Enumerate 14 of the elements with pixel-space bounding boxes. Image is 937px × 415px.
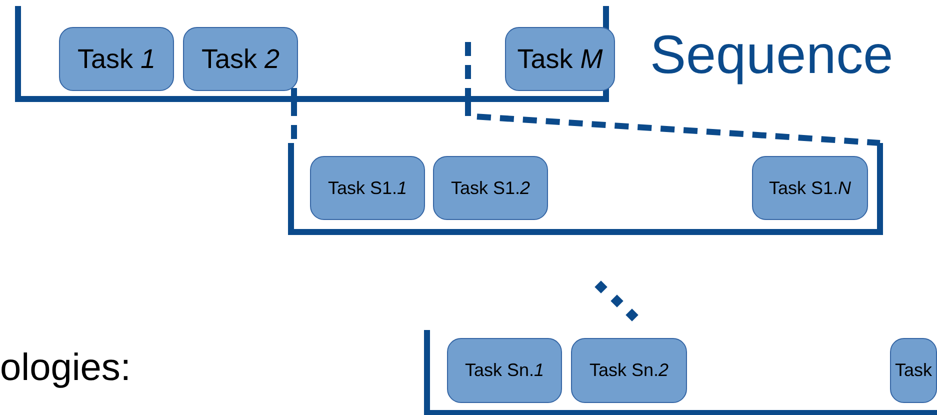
heading-text: Sequence xyxy=(650,26,894,86)
caption-text: ologies: xyxy=(0,348,131,390)
task-box: Task xyxy=(890,338,937,403)
bracket-container xyxy=(288,143,883,235)
task-box: Task M xyxy=(505,27,615,91)
task-box: Task S1.N xyxy=(752,156,868,220)
dashed-connector xyxy=(465,102,880,146)
task-box: Task 2 xyxy=(183,27,298,91)
task-box: Task Sn.2 xyxy=(571,338,687,403)
task-box: Task Sn.1 xyxy=(447,338,562,403)
bracket-container xyxy=(424,330,937,415)
task-box: Task S1.2 xyxy=(433,156,548,220)
task-box: Task S1.1 xyxy=(310,156,425,220)
task-box: Task 1 xyxy=(59,27,174,91)
